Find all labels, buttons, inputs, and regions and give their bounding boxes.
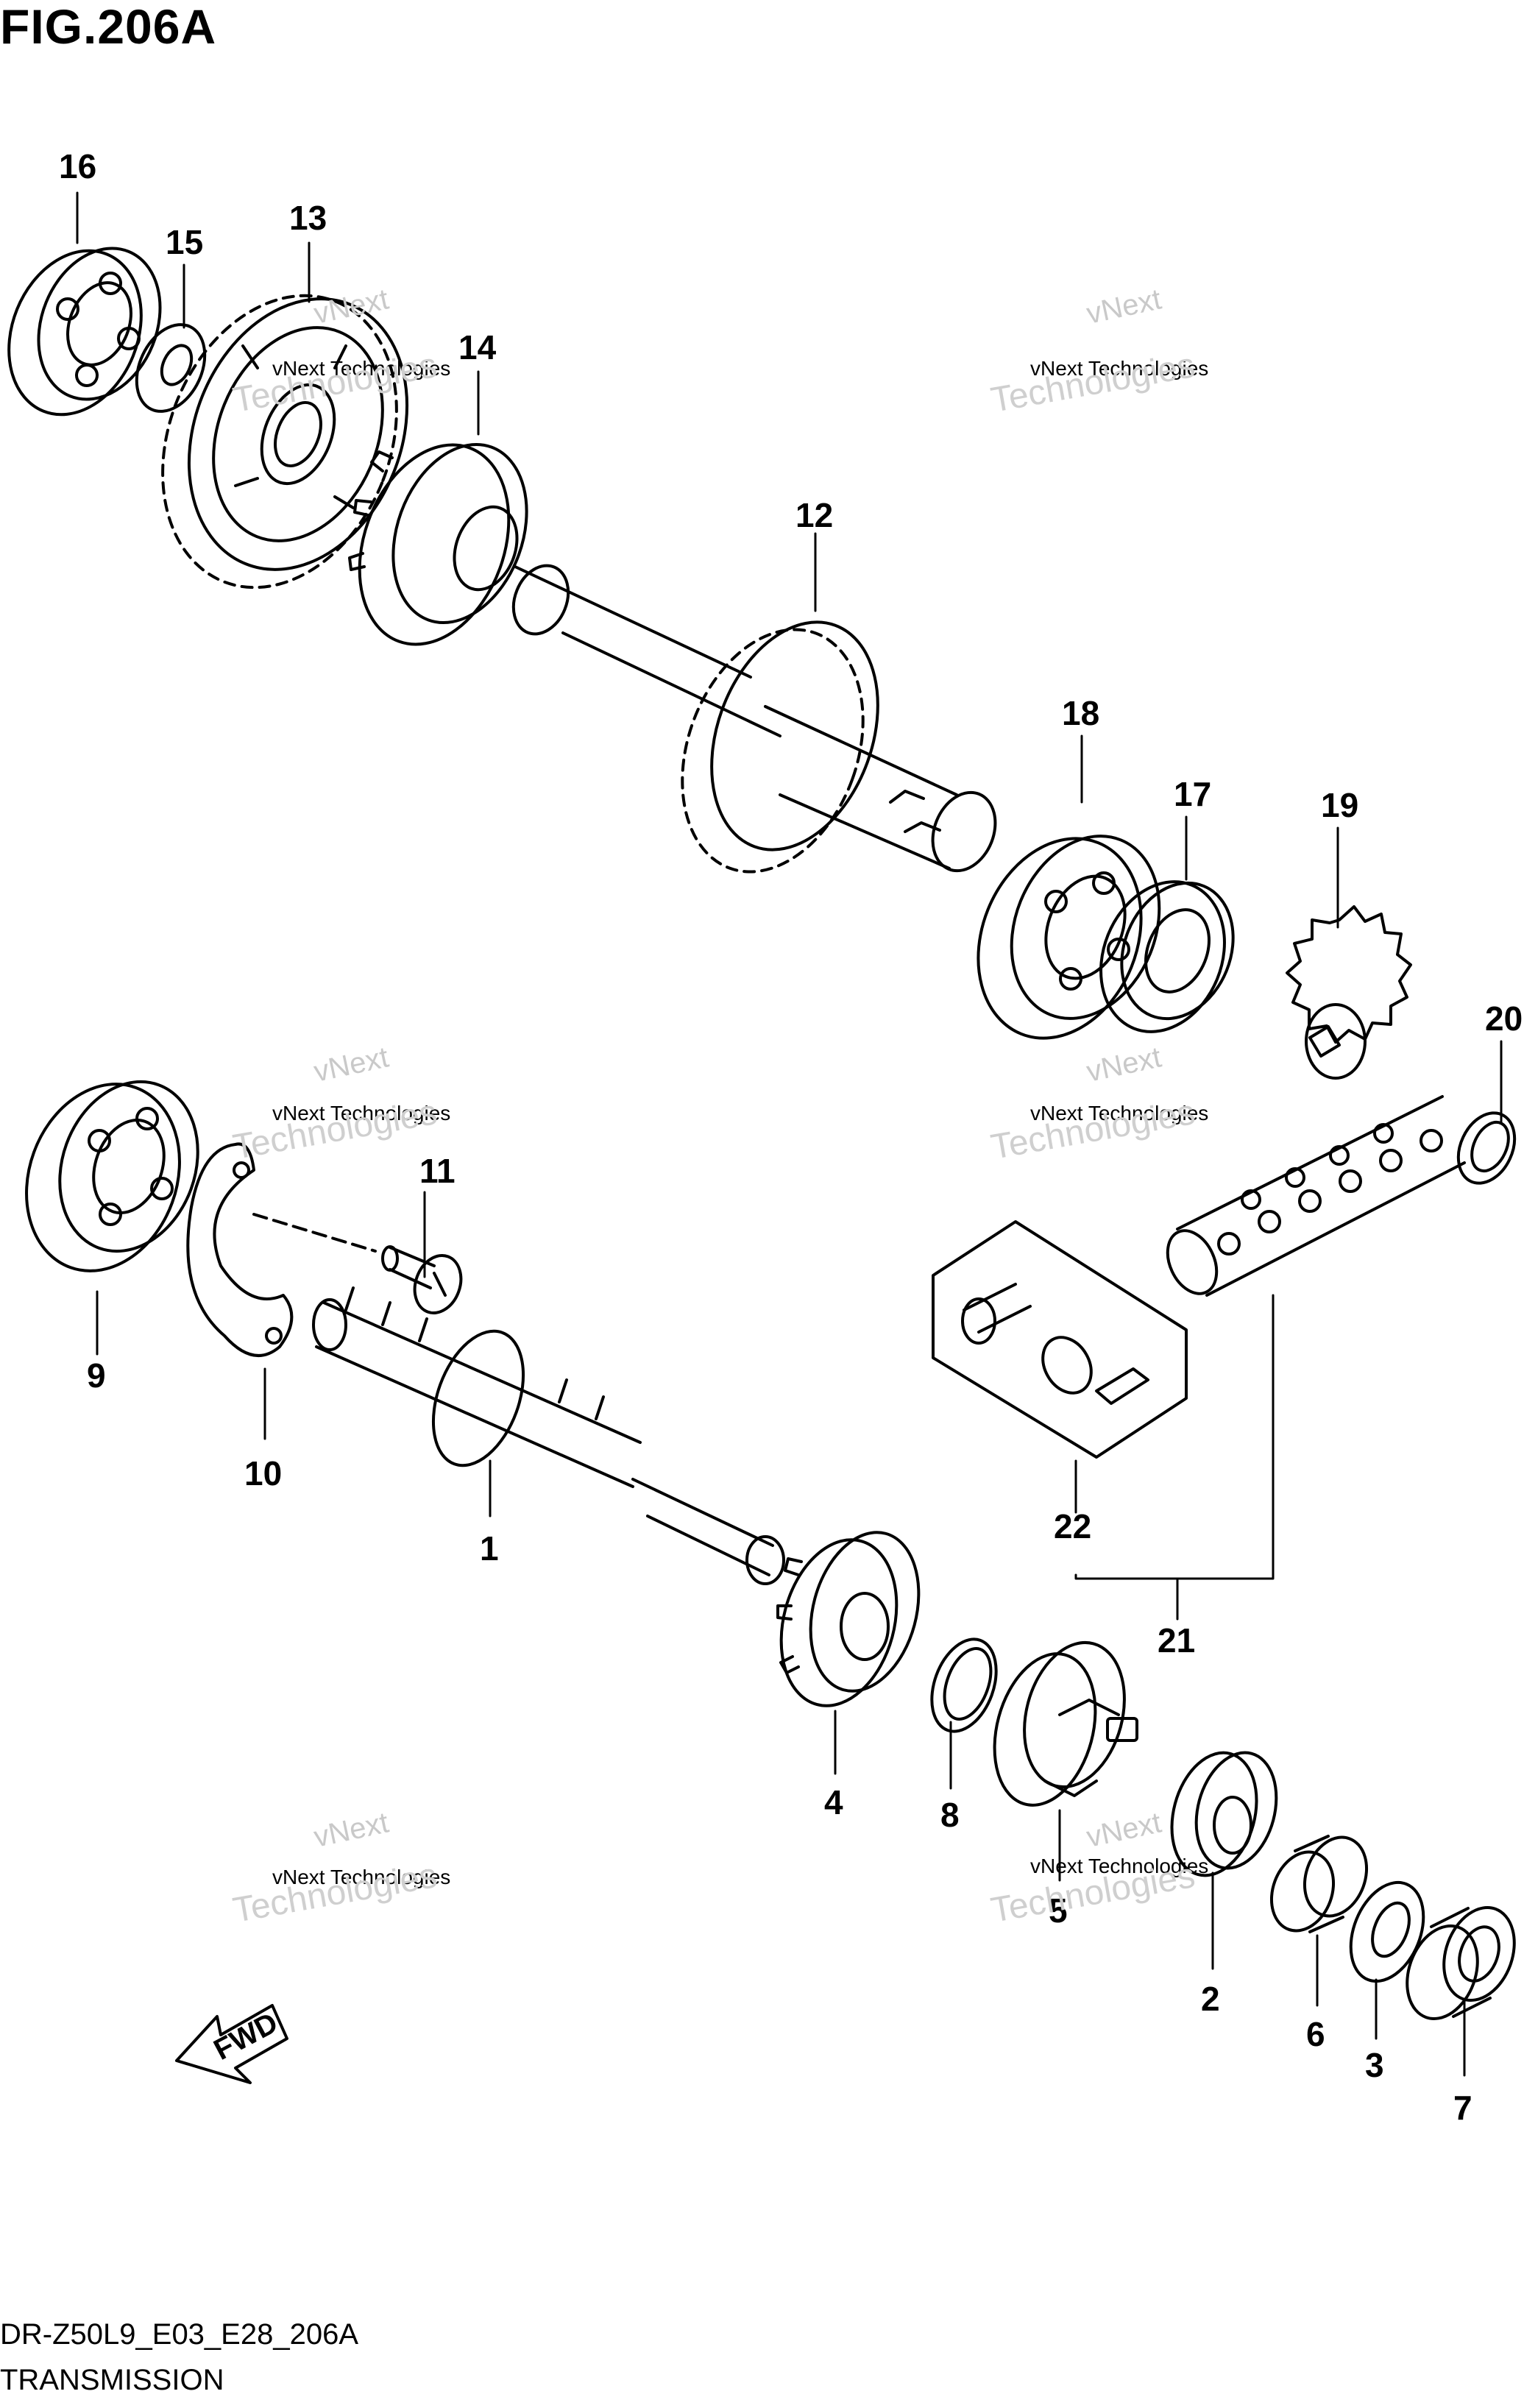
part-10-bearing-retainer xyxy=(186,1142,377,1357)
watermark-4: vNext vNext Technologies Technologies xyxy=(988,1041,1209,1167)
part-22-chain-joint xyxy=(932,1220,1188,1459)
callout-5: 5 xyxy=(1049,1891,1068,1930)
svg-text:vNext: vNext xyxy=(1084,1041,1164,1088)
part-16-bearing xyxy=(7,247,162,417)
watermark-2: vNext vNext Technologies Technologies xyxy=(988,283,1209,420)
svg-text:vNext: vNext xyxy=(1084,283,1164,330)
part-15-washer xyxy=(135,323,207,413)
part-8-circlip xyxy=(930,1637,998,1733)
callout-14: 14 xyxy=(458,328,497,366)
part-12-countershaft xyxy=(511,564,997,874)
svg-text:vNext: vNext xyxy=(311,1807,391,1854)
part-6-bushing xyxy=(1269,1835,1369,1933)
callout-22: 22 xyxy=(1054,1507,1091,1545)
callout-19: 19 xyxy=(1321,786,1358,824)
callout-1: 1 xyxy=(480,1529,499,1568)
svg-text:vNext: vNext xyxy=(311,1041,391,1088)
part-18-bearing xyxy=(977,835,1161,1040)
callout-4: 4 xyxy=(824,1783,843,1821)
callout-13: 13 xyxy=(289,199,327,237)
part-21-chain xyxy=(1166,1095,1466,1297)
callout-7: 7 xyxy=(1453,2089,1472,2127)
watermark-5: vNext vNext Technologies Technologies xyxy=(230,1807,451,1930)
callout-leaders xyxy=(76,191,1503,2077)
figure-title: FIG.206A xyxy=(0,0,217,54)
svg-text:vNext Technologies: vNext Technologies xyxy=(272,357,450,380)
callout-20: 20 xyxy=(1485,999,1523,1038)
part-7-needle-bearing xyxy=(1406,1906,1516,2020)
part-11-screw xyxy=(381,1245,463,1314)
part-14-gear xyxy=(348,442,528,646)
callout-16: 16 xyxy=(59,147,96,185)
watermark-6: vNext vNext Technologies Technologies xyxy=(988,1807,1209,1930)
part-9-bearing xyxy=(25,1080,199,1272)
part-19-sprocket xyxy=(1286,905,1412,1080)
part-2-gear xyxy=(1170,1751,1278,1877)
callout-12: 12 xyxy=(795,496,833,534)
callout-18: 18 xyxy=(1062,694,1099,732)
part-3-washer xyxy=(1349,1880,1425,1983)
part-13-gear xyxy=(161,294,409,589)
callout-10: 10 xyxy=(244,1454,282,1492)
diagram-code: DR-Z50L9_E03_E28_206A xyxy=(0,2318,359,2351)
fwd-arrow xyxy=(175,2004,288,2084)
callout-3: 3 xyxy=(1365,2046,1384,2084)
part-17-oil-seal xyxy=(1099,880,1235,1033)
watermarks: vNext vNext Technologies Technologies vN… xyxy=(230,283,1209,1930)
svg-text:vNext Technologies: vNext Technologies xyxy=(272,1102,450,1125)
callout-21: 21 xyxy=(1158,1621,1195,1660)
callout-numbers: 16 15 13 14 12 18 17 19 20 11 9 10 1 4 8… xyxy=(59,147,1523,2127)
svg-text:vNext Technologies: vNext Technologies xyxy=(1030,357,1208,380)
part-4-gear xyxy=(776,1531,921,1707)
callout-17: 17 xyxy=(1174,775,1211,813)
callout-15: 15 xyxy=(166,223,203,261)
svg-text:vNext Technologies: vNext Technologies xyxy=(1030,1102,1208,1125)
svg-text:vNext Technologies: vNext Technologies xyxy=(272,1866,450,1888)
watermark-1: vNext vNext Technologies Technologies xyxy=(230,283,451,420)
svg-text:vNext: vNext xyxy=(1084,1807,1164,1854)
part-5-gear xyxy=(993,1640,1138,1807)
callout-2: 2 xyxy=(1201,1980,1220,2018)
callout-9: 9 xyxy=(87,1356,106,1395)
watermark-3: vNext vNext Technologies Technologies xyxy=(230,1041,451,1167)
callout-11: 11 xyxy=(419,1152,456,1190)
part-1-mainshaft xyxy=(312,1286,785,1585)
section-name: TRANSMISSION xyxy=(0,2364,224,2396)
callout-6: 6 xyxy=(1306,2015,1325,2053)
part-20-circlip xyxy=(1456,1111,1517,1185)
callout-8: 8 xyxy=(940,1796,960,1834)
svg-text:vNext Technologies: vNext Technologies xyxy=(1030,1855,1208,1877)
